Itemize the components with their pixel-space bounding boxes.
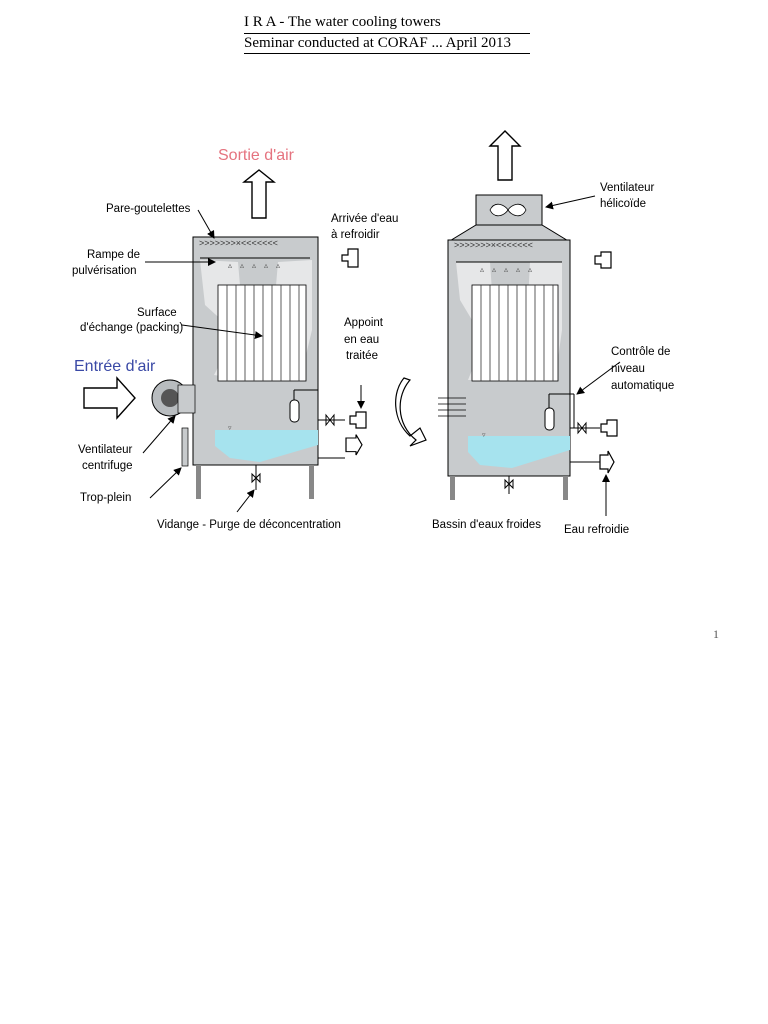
label-pare-goutelettes: Pare-goutelettes	[106, 203, 191, 215]
hot-water-inlet-arrow	[341, 248, 359, 268]
label-bassin: Bassin d'eaux froides	[432, 519, 541, 531]
right-drift-eliminator: >>>>>>>×<<<<<<<	[454, 240, 533, 250]
svg-text:▵: ▵	[276, 261, 280, 270]
right-cold-water-outlet-arrow	[599, 450, 615, 474]
right-leader-lines	[545, 195, 621, 516]
label-appoint-1: Appoint	[344, 317, 384, 329]
cold-water-outlet-arrow	[345, 434, 363, 456]
label-entree-air: Entrée d'air	[74, 358, 156, 375]
right-air-in-arrow	[395, 377, 427, 447]
right-packing-lines	[480, 285, 554, 381]
right-makeup-valve	[577, 421, 587, 435]
left-leg-2	[309, 465, 314, 499]
label-eau-refroidie: Eau refroidie	[564, 524, 629, 536]
right-arrows	[395, 130, 618, 474]
label-arrivee-2: à refroidir	[331, 229, 380, 241]
right-tower: >>>>>>>×<<<<<<< ▵ ▵ ▵ ▵ ▵ ▿	[438, 194, 600, 500]
svg-text:▵: ▵	[228, 261, 232, 270]
label-surface-2: d'échange (packing)	[80, 322, 183, 334]
svg-text:▵: ▵	[480, 265, 484, 274]
left-water-level-mark: ▿	[228, 425, 232, 432]
svg-text:▵: ▵	[516, 265, 520, 274]
right-level-float	[544, 407, 555, 431]
left-labels: Sortie d'air Entrée d'air Pare-goutelett…	[72, 147, 398, 531]
left-drain-valve	[251, 472, 261, 484]
label-ventilateur-c-1: Ventilateur	[78, 444, 133, 456]
left-tower: >>>>>>>×<<<<<<< ▵ ▵ ▵ ▵ ▵ ▿	[151, 236, 345, 499]
label-appoint-2: en eau	[344, 334, 379, 346]
label-arrivee-1: Arrivée d'eau	[331, 213, 398, 225]
helical-fan-blade-right	[507, 203, 527, 217]
right-labels: Ventilateur hélicoïde Contrôle de niveau…	[432, 182, 674, 536]
left-makeup-valve	[325, 413, 335, 427]
subtitle-rule	[244, 53, 530, 54]
right-air-out-arrow	[488, 130, 522, 181]
left-packing-lines	[226, 285, 300, 381]
air-out-arrow	[242, 169, 276, 219]
left-water-basin	[215, 430, 318, 462]
centrifugal-fan-hub	[161, 389, 179, 407]
left-leader-lines	[142, 209, 365, 513]
left-leg-1	[196, 465, 201, 499]
label-rampe-2: pulvérisation	[72, 265, 137, 277]
right-spray-nozzles: ▵ ▵ ▵ ▵ ▵	[480, 265, 532, 274]
label-controle-3: automatique	[611, 380, 674, 392]
right-makeup-water-arrow	[600, 419, 618, 437]
label-ventilateur-c-2: centrifuge	[82, 460, 133, 472]
label-ventilateur-h-1: Ventilateur	[600, 182, 655, 194]
title-rule	[244, 33, 530, 34]
air-in-arrow	[83, 376, 136, 420]
left-arrows	[83, 169, 367, 456]
makeup-water-arrow	[349, 411, 367, 429]
svg-text:▵: ▵	[252, 261, 256, 270]
right-drain-valve	[504, 478, 514, 490]
left-spray-nozzles: ▵ ▵ ▵ ▵ ▵	[228, 261, 280, 270]
label-vidange: Vidange - Purge de déconcentration	[157, 519, 341, 531]
svg-text:▵: ▵	[504, 265, 508, 274]
svg-text:▵: ▵	[492, 265, 496, 274]
label-ventilateur-h-2: hélicoïde	[600, 198, 646, 210]
label-controle-2: niveau	[611, 363, 645, 375]
label-appoint-3: traitée	[346, 350, 378, 362]
page-number: 1	[713, 627, 719, 641]
right-packing	[471, 284, 559, 382]
left-packing	[217, 284, 307, 382]
left-level-float	[289, 399, 300, 423]
label-controle-1: Contrôle de	[611, 346, 670, 358]
svg-text:▵: ▵	[264, 261, 268, 270]
label-sortie-air: Sortie d'air	[218, 147, 295, 164]
label-rampe-1: Rampe de	[87, 249, 140, 261]
document-title: I R A - The water cooling towers	[244, 14, 441, 30]
right-air-louvres	[438, 397, 466, 417]
svg-text:▵: ▵	[240, 261, 244, 270]
right-hot-water-inlet-arrow	[594, 251, 612, 269]
label-trop-plein: Trop-plein	[80, 492, 131, 504]
svg-text:▿: ▿	[482, 432, 486, 439]
svg-text:▵: ▵	[528, 265, 532, 274]
left-drift-eliminator: >>>>>>>×<<<<<<<	[199, 238, 278, 248]
label-surface-1: Surface	[137, 307, 177, 319]
document-subtitle: Seminar conducted at CORAF ... April 201…	[244, 35, 512, 51]
left-overflow-pipe	[181, 427, 189, 467]
right-water-basin	[468, 436, 570, 468]
